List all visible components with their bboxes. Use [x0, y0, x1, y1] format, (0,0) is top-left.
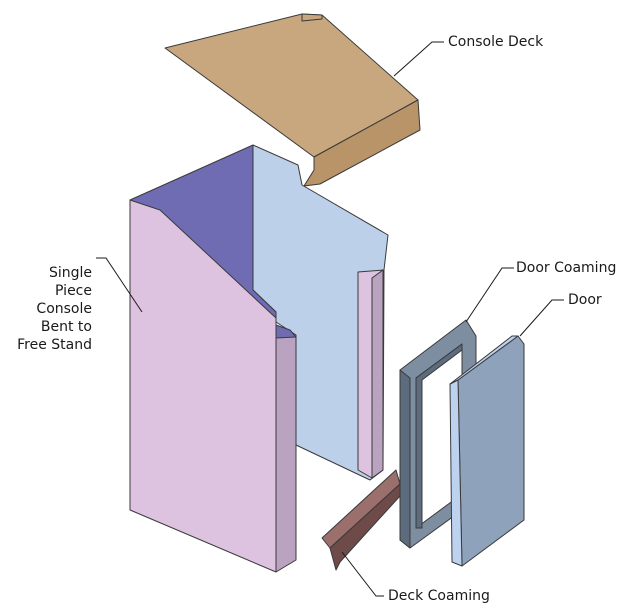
- door-panel-top: [449, 335, 519, 385]
- door-coaming-inner-lip: [415, 343, 463, 529]
- leader-deck-coaming: [341, 551, 384, 597]
- left-jamb-top: [275, 324, 297, 339]
- leader-door-coaming: [465, 267, 514, 323]
- label-single-piece-console: Single Piece Console Bent to Free Stand: [10, 264, 92, 354]
- leader-door: [519, 299, 564, 337]
- label-console-deck: Console Deck: [448, 34, 544, 50]
- label-single-piece-line-5: Free Stand: [17, 337, 92, 353]
- right-jamb-strip-edge: [371, 269, 384, 479]
- label-single-piece-line-3: Console: [36, 301, 92, 317]
- deck-coaming-lip: [329, 483, 401, 571]
- label-door: Door: [568, 292, 602, 308]
- left-jamb-front: [275, 329, 297, 573]
- console-deck-front: [303, 99, 421, 187]
- label-single-piece-line-4: Bent to: [40, 319, 92, 335]
- leader-console-deck: [393, 41, 444, 77]
- label-deck-coaming: Deck Coaming: [388, 588, 490, 604]
- console-deck-top: [164, 13, 419, 158]
- label-single-piece-line-2: Piece: [55, 283, 92, 299]
- console-deck-fold: [301, 13, 323, 22]
- leader-single-piece: [96, 257, 143, 313]
- label-door-coaming: Door Coaming: [516, 260, 617, 276]
- door-coaming-frame-side: [399, 369, 411, 549]
- label-single-piece-line-1: Single: [48, 265, 92, 281]
